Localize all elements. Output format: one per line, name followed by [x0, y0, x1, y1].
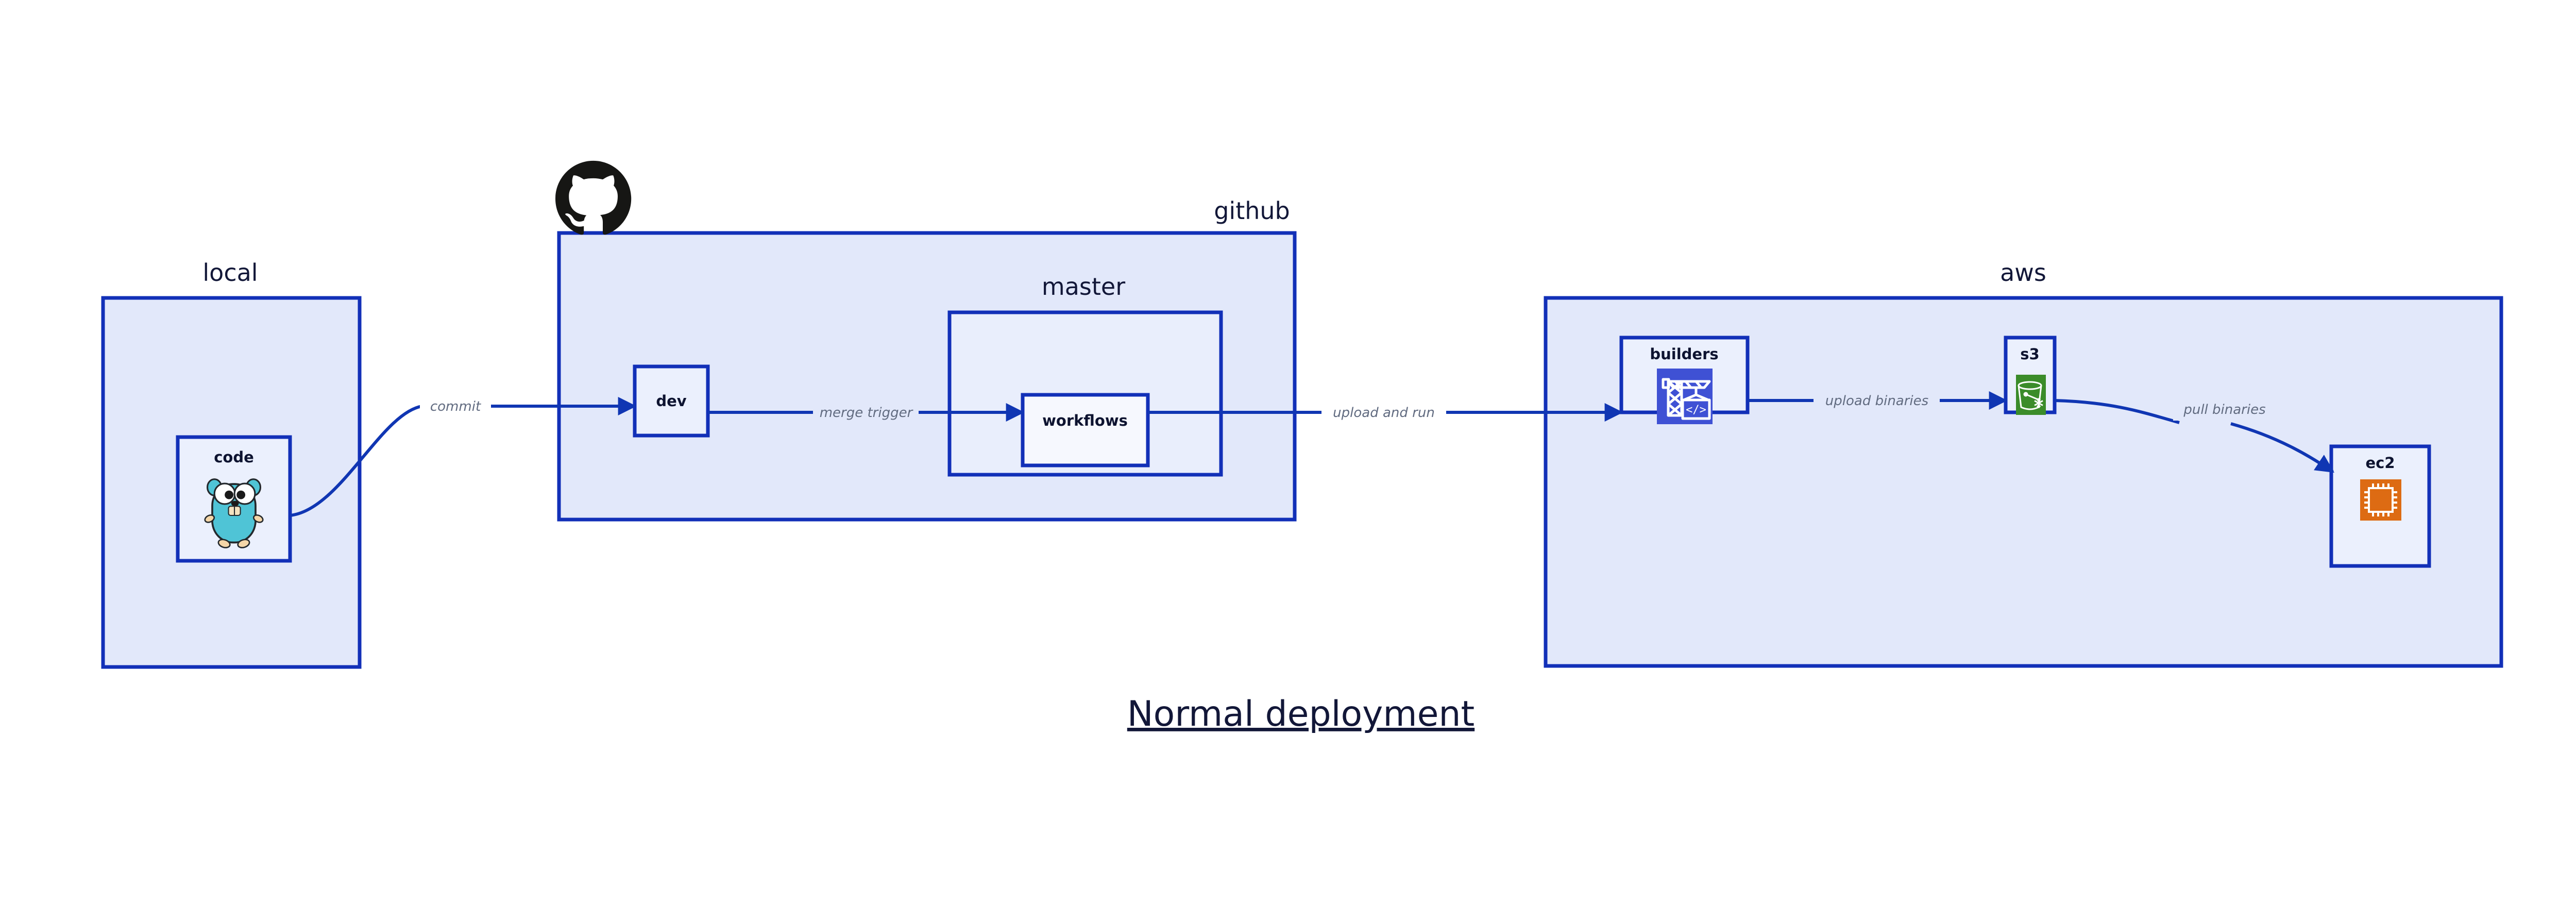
edge-s3-ec2-line-a: [2054, 399, 2180, 424]
edge-dev-workflows-label-bg: [813, 401, 919, 424]
aws-ec2-chip-icon: [2360, 479, 2401, 521]
node-code-label: code: [214, 448, 254, 466]
svg-text:</>: </>: [1686, 404, 1706, 416]
edge-code-dev-line: [290, 397, 637, 517]
edge-code-dev-label: commit: [430, 399, 481, 414]
group-local-label: local: [202, 259, 258, 287]
node-dev-label: dev: [656, 392, 686, 410]
node-workflows-label: workflows: [1042, 412, 1128, 429]
edge-code-dev: commit: [290, 394, 637, 517]
node-dev[interactable]: dev: [633, 364, 710, 438]
edge-workflows-builders: upload and run: [1148, 401, 1623, 424]
node-code[interactable]: code: [176, 435, 292, 563]
node-workflows-box[interactable]: [1021, 393, 1150, 467]
edge-builders-s3-label-bg: [1814, 389, 1940, 412]
edge-workflows-builders-label-bg: [1321, 401, 1446, 424]
node-ec2-label: ec2: [2365, 454, 2395, 472]
github-octocat-logo: [555, 160, 632, 235]
node-workflows[interactable]: workflows: [1021, 393, 1150, 467]
group-github-label: github: [1214, 197, 1290, 225]
edge-dev-workflows: merge trigger: [708, 401, 1025, 424]
edge-s3-ec2-line-b: [2230, 422, 2335, 473]
edge-s3-ec2-label-bg: [2173, 398, 2276, 421]
node-ec2[interactable]: ec2: [2329, 444, 2431, 568]
edge-code-dev-label-bg: [420, 394, 491, 418]
edge-builders-s3: upload binaries: [1748, 389, 2008, 412]
edge-builders-s3-label: upload binaries: [1825, 393, 1928, 409]
diagram-title: Normal deployment: [1127, 694, 1475, 734]
golang-gopher-icon: [204, 478, 264, 548]
edge-dev-workflows-label: merge trigger: [820, 405, 914, 421]
aws-s3-bucket-icon: [2016, 375, 2046, 415]
node-s3-label: s3: [2020, 345, 2039, 363]
edge-workflows-builders-label: upload and run: [1333, 405, 1435, 421]
node-builders[interactable]: builders builders: [1619, 336, 1750, 424]
node-builders-label-2: builders: [1650, 345, 1718, 363]
edge-s3-ec2: pull binaries: [2054, 398, 2335, 473]
group-aws-label: aws: [2000, 259, 2046, 287]
edge-s3-ec2-label: pull binaries: [2183, 402, 2265, 417]
node-s3[interactable]: s3: [2004, 336, 2057, 415]
aws-codebuild-crane-icon: </>: [1657, 369, 1713, 424]
group-master-label: master: [1042, 273, 1125, 300]
